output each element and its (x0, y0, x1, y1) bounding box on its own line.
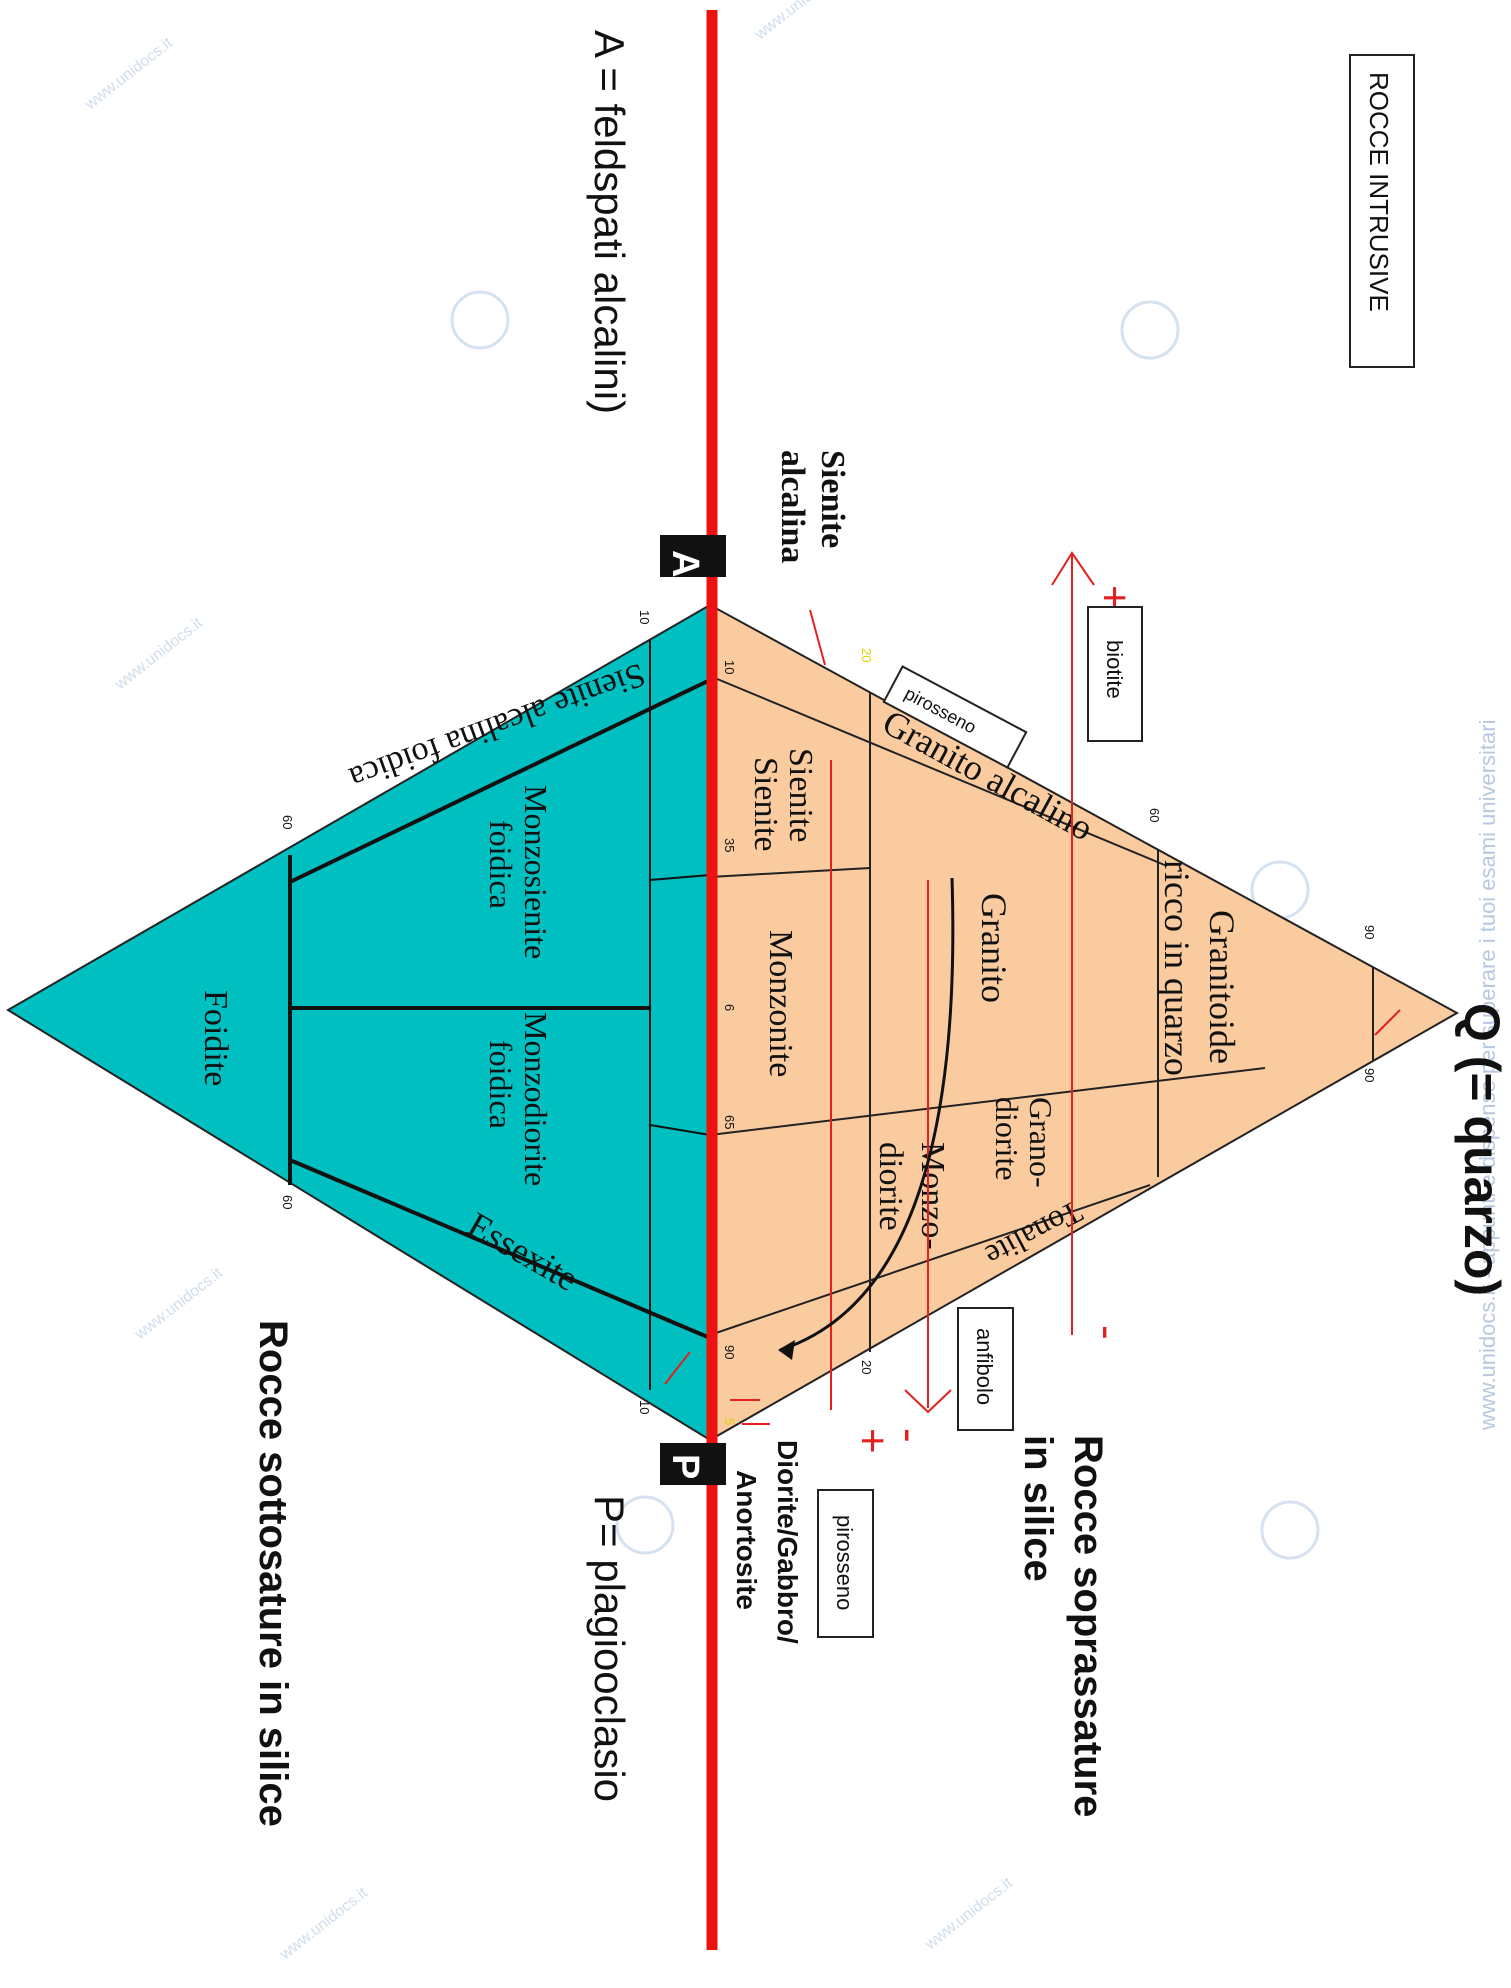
field-granodiorite-1: Grano- (1023, 1097, 1059, 1188)
field-monzodiorite-1: Monzo- (914, 1142, 951, 1250)
watermark-6: www.unidocs.it (751, 0, 846, 44)
note-biotite: biotite (1087, 606, 1143, 742)
title-box: ROCCE INTRUSIVE (1349, 54, 1415, 368)
sienite-alcalina-1: Sienite (814, 450, 851, 548)
field-granitoide-2: ricco in quarzo (1157, 860, 1197, 1076)
sienite-alcalina-2: alcalina (774, 450, 811, 563)
vertex-a: A (660, 535, 726, 577)
sovra-line-2: in silice (1016, 1435, 1060, 1582)
tick-q60: 60 (1147, 808, 1162, 822)
watermark-3: www.unidocs.it (131, 1264, 226, 1344)
tick-f60b: 60 (280, 1195, 295, 1209)
watermark-5: www.unidocs.it (921, 1874, 1016, 1954)
field-sienite-2: Sienite (747, 757, 784, 851)
field-granodiorite-2: diorite (989, 1097, 1025, 1181)
watermark-1: www.unidocs.it (81, 34, 176, 114)
tick-a5: 5 (722, 1418, 737, 1425)
field-monzodiorite-2: diorite (872, 1142, 909, 1231)
apf-boundaries (288, 678, 711, 1340)
minus-bottom: - (885, 1428, 934, 1443)
note-biotite-text: biotite (1102, 640, 1127, 699)
diorite-gabbro-label: Diorite/Gabbro/ (772, 1440, 803, 1644)
note-pirosseno-bottom: pirosseno (817, 1489, 874, 1638)
vertex-p-letter: P (664, 1454, 706, 1479)
tick-labels: 90 90 60 20 20 10 35 6 65 90 5 10 10 60 … (280, 610, 1377, 1425)
red-annotations (664, 551, 1401, 1425)
field-monzodiorite-foidica-1: Monzodiorite (518, 1012, 554, 1186)
field-granitoide-1: Granitoide (1202, 910, 1242, 1064)
tick-q20a: 20 (859, 648, 874, 662)
tick-f10b: 10 (637, 1400, 652, 1414)
tick-a10: 10 (722, 660, 737, 674)
side-watermark: www.unidocs.it - appunti e dispense per … (1475, 720, 1500, 1431)
tick-q90a: 90 (1362, 925, 1377, 939)
note-anfibolo: anfibolo (957, 1307, 1014, 1431)
watermark-2: www.unidocs.it (111, 614, 206, 694)
q-definition: Q (= quarzo) (1454, 1003, 1510, 1296)
field-monzodiorite-foidica-2: foidica (483, 1040, 519, 1129)
a-definition: A = feldspati alcalini) (586, 30, 633, 414)
tick-a90: 90 (722, 1345, 737, 1359)
top-arrow-head (1051, 551, 1095, 586)
title-text: ROCCE INTRUSIVE (1364, 72, 1394, 312)
apf-inner-lines (649, 640, 711, 1390)
tick-a65: 65 (722, 1115, 737, 1129)
field-monzosienite-1: Monzosienite (518, 785, 554, 959)
tick-q20b: 20 (859, 1360, 874, 1374)
field-monzonite: Monzonite (762, 930, 799, 1077)
note-pirosseno-bottom-text: pirosseno (832, 1515, 857, 1610)
qap-triangle (709, 603, 1460, 1442)
tick-a6: 6 (722, 1004, 737, 1011)
p-definition: P= plagiooclasio (586, 1495, 633, 1802)
tick-f60a: 60 (280, 815, 295, 829)
black-curve-arrowhead (778, 1340, 795, 1360)
bottom-arrow-head (904, 1389, 952, 1414)
field-foidite: Foidite (197, 990, 234, 1086)
qap-boundaries (709, 675, 1374, 1352)
field-sienite: Sienite (782, 748, 819, 842)
sotto-label: Rocce sottosature in silice (251, 1320, 295, 1827)
field-monzosienite-2: foidica (483, 820, 519, 909)
minus-top: - (1083, 1325, 1132, 1340)
plus-bottom: + (848, 1428, 897, 1454)
sovra-line-1: Rocce soprassature (1066, 1435, 1110, 1817)
vertex-a-letter: A (664, 550, 706, 577)
tick-f10a: 10 (637, 610, 652, 624)
field-granito: Granito (974, 893, 1014, 1003)
anortosite-label: Anortosite (731, 1470, 762, 1610)
watermark-4: www.unidocs.it (276, 1884, 371, 1964)
tick-q90b: 90 (1362, 1068, 1377, 1082)
note-anfibolo-text: anfibolo (972, 1328, 997, 1405)
vertex-p: P (660, 1443, 726, 1485)
black-curve-arrow (779, 877, 955, 1352)
tick-a35: 35 (722, 838, 737, 852)
